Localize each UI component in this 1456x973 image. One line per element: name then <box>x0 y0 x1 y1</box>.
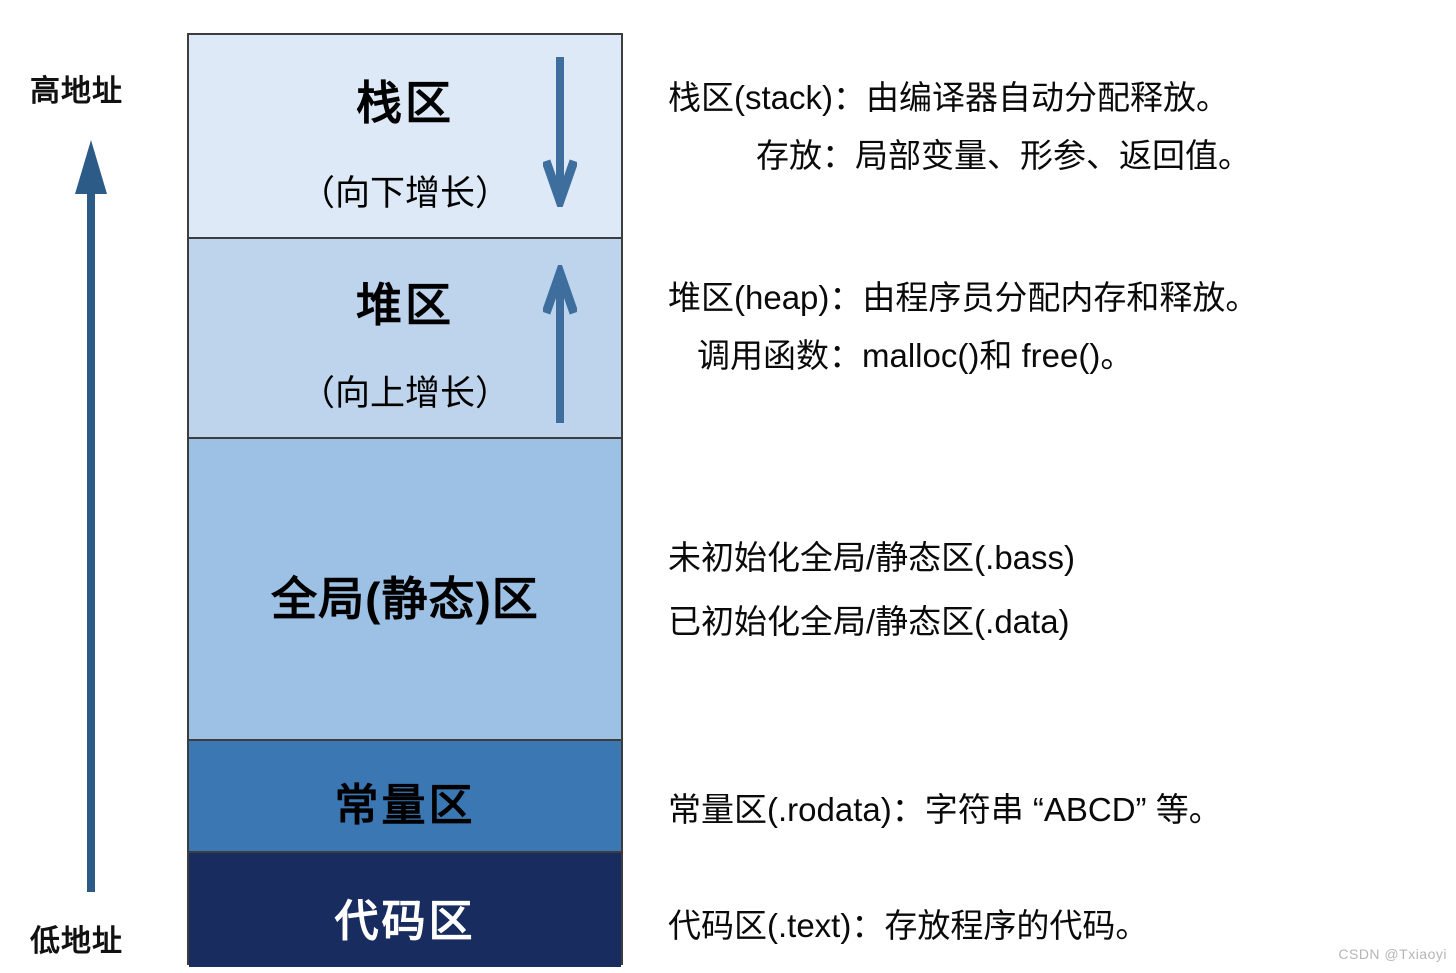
region-global-title: 全局(静态)区 <box>271 573 539 625</box>
stack-growth-down-arrow-icon <box>543 57 577 207</box>
region-stack: 栈区 （向下增长） <box>189 35 621 237</box>
watermark: CSDN @Txiaoyi <box>1338 946 1447 962</box>
annotation-code-line1: 代码区(.text)：存放程序的代码。 <box>668 907 1149 944</box>
annotation-constant: 常量区(.rodata)：字符串 “ABCD” 等。 <box>668 781 1222 839</box>
memory-column: 栈区 （向下增长） 堆区 （向上增长） 全局(静态)区 常量区 代码区 <box>187 33 623 967</box>
annotation-stack-line2: 存放：局部变量、形参、返回值。 <box>756 137 1251 174</box>
address-up-arrow-icon <box>75 140 107 892</box>
region-stack-subtitle: （向下增长） <box>299 174 510 213</box>
region-heap: 堆区 （向上增长） <box>189 237 621 437</box>
annotation-global-static: 未初始化全局/静态区(.bass) 已初始化全局/静态区(.data) <box>668 526 1075 654</box>
region-code: 代码区 <box>189 851 621 967</box>
annotation-code: 代码区(.text)：存放程序的代码。 <box>668 897 1148 955</box>
region-constant-title: 常量区 <box>334 781 476 830</box>
region-heap-subtitle: （向上增长） <box>299 374 510 413</box>
annotation-global-line2: 已初始化全局/静态区(.data) <box>668 603 1070 640</box>
annotation-heap-line1: 堆区(heap)：由程序员分配内存和释放。 <box>668 279 1259 316</box>
annotation-heap: 堆区(heap)：由程序员分配内存和释放。 调用函数：malloc()和 fre… <box>668 269 1258 385</box>
annotation-stack-line1: 栈区(stack)：由编译器自动分配释放。 <box>668 79 1229 116</box>
region-constant: 常量区 <box>189 739 621 851</box>
annotation-constant-line1: 常量区(.rodata)：字符串 “ABCD” 等。 <box>668 791 1222 828</box>
annotation-heap-line2: 调用函数：malloc()和 free()。 <box>697 337 1134 374</box>
heap-growth-up-arrow-icon <box>543 265 577 423</box>
low-address-label: 低地址 <box>30 925 123 958</box>
region-code-title: 代码区 <box>334 897 476 946</box>
high-address-label: 高地址 <box>30 75 123 108</box>
annotation-global-line1: 未初始化全局/静态区(.bass) <box>668 539 1076 576</box>
annotation-stack: 栈区(stack)：由编译器自动分配释放。 存放：局部变量、形参、返回值。 <box>668 69 1251 185</box>
region-global-static: 全局(静态)区 <box>189 437 621 739</box>
region-stack-title: 栈区 <box>356 77 454 129</box>
region-heap-title: 堆区 <box>356 279 454 331</box>
